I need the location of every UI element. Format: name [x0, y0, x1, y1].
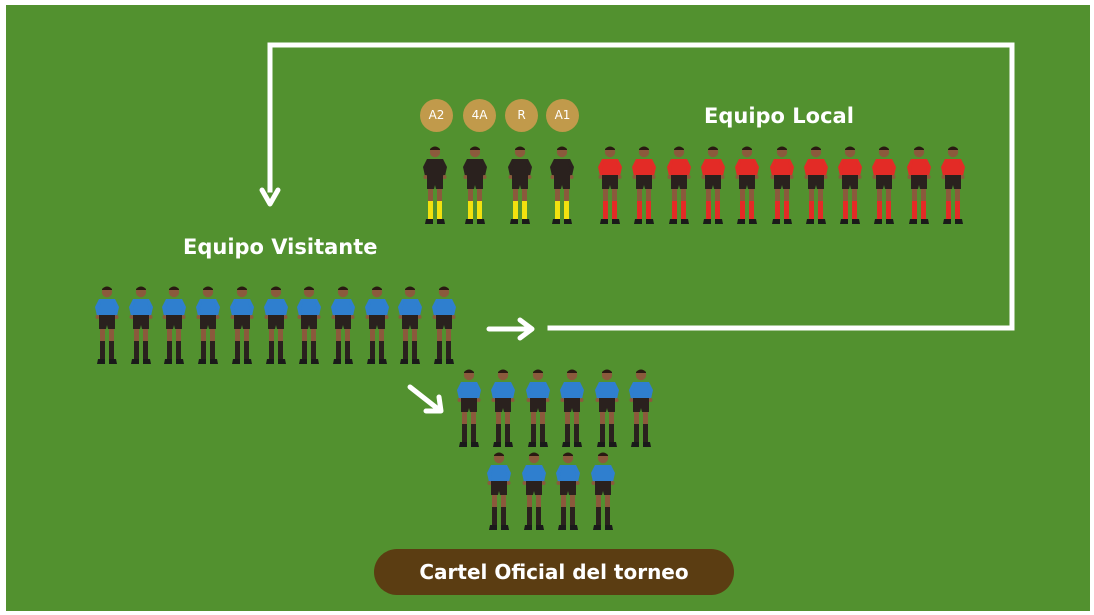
substitute-player-figure	[590, 452, 615, 530]
substitute-player-figure	[556, 452, 580, 530]
referee-figure	[550, 146, 574, 224]
local-player-figure	[769, 146, 794, 224]
local-player-figure	[906, 146, 931, 224]
official-badge-r: R	[505, 99, 538, 132]
local-player-figure	[735, 146, 760, 224]
visitor-player-figure	[432, 286, 456, 364]
substitute-player-figure	[560, 369, 585, 447]
substitute-player-figure	[521, 452, 546, 530]
referee-figure	[423, 146, 447, 224]
local-player-figure	[700, 146, 725, 224]
referee-figure	[463, 146, 487, 224]
visitor-player-figure	[297, 286, 322, 364]
local-player-figure	[838, 146, 863, 224]
local-team-label: Equipo Local	[704, 104, 854, 128]
local-player-figure	[632, 146, 657, 224]
referee-figure	[508, 146, 532, 224]
official-banner: Cartel Oficial del torneo	[374, 549, 734, 595]
local-player-figure	[803, 146, 828, 224]
visitor-player-figure	[128, 286, 153, 364]
official-badge-a2: A2	[420, 99, 453, 132]
visitor-player-figure	[229, 286, 254, 364]
visitor-player-figure	[398, 286, 423, 364]
local-player-figure	[598, 146, 622, 224]
visitor-player-figure	[196, 286, 221, 364]
substitute-player-figure	[487, 452, 511, 530]
substitute-player-figure	[491, 369, 516, 447]
visitor-player-figure	[263, 286, 288, 364]
official-badge-4a: 4A	[463, 99, 496, 132]
arrow-diagonal-icon	[407, 384, 444, 414]
substitute-player-figure	[594, 369, 619, 447]
local-player-figure	[666, 146, 691, 224]
visitor-player-figure	[364, 286, 389, 364]
official-badge-a1: A1	[546, 99, 579, 132]
visitor-player-figure	[95, 286, 119, 364]
arrow-right-icon	[486, 317, 535, 341]
route-line	[267, 42, 1015, 331]
visitor-player-figure	[330, 286, 355, 364]
route-arrowhead-down	[259, 187, 281, 207]
substitute-player-figure	[525, 369, 550, 447]
substitute-player-figure	[457, 369, 481, 447]
visitor-team-label: Equipo Visitante	[183, 235, 378, 259]
visitor-player-figure	[162, 286, 187, 364]
local-player-figure	[872, 146, 897, 224]
substitute-player-figure	[629, 369, 653, 447]
local-player-figure	[941, 146, 965, 224]
